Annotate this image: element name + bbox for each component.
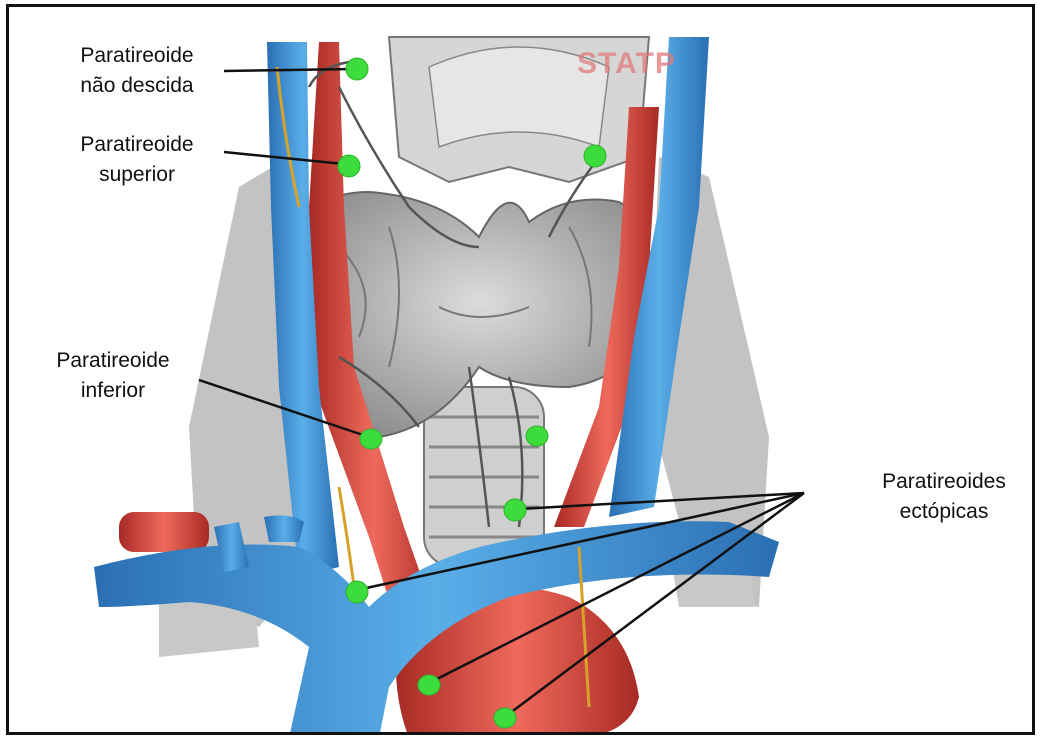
label-paratireoide-superior: Paratireoide superior [57, 130, 217, 190]
parathyroid-ectopic-dot-3 [418, 675, 440, 695]
parathyroid-superior-left-dot [338, 155, 360, 177]
parathyroid-ectopic-dot-4 [494, 708, 516, 728]
label-paratireoide-nao-descida: Paratireoide não descida [57, 41, 217, 101]
label-paratireoide-inferior: Paratireoide inferior [33, 346, 193, 406]
parathyroid-superior-right-dot [584, 145, 606, 167]
parathyroid-ectopic-dot-1 [504, 499, 526, 521]
label-paratireoides-ectopicas: Paratireoides ectópicas [859, 467, 1029, 527]
parathyroid-nao-descida-dot [346, 58, 368, 80]
parathyroid-inferior-left-dot [360, 429, 382, 449]
watermark: STATP [577, 47, 676, 81]
parathyroid-ectopic-dot-2 [346, 581, 368, 603]
parathyroid-inferior-right-dot [526, 426, 548, 446]
figure-frame: STATP Paratireoide não descida Paratireo… [6, 4, 1035, 735]
